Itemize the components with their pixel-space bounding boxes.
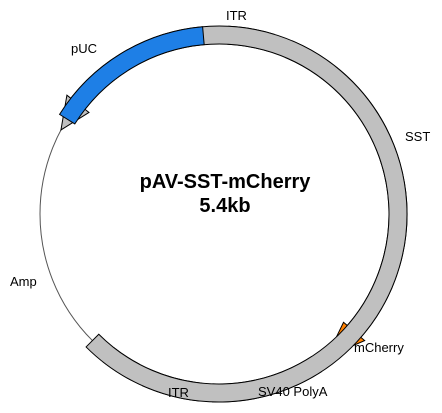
plasmid-size: 5.4kb	[199, 195, 250, 217]
amp-label: Amp	[10, 274, 37, 289]
itr-bottom-label: ITR	[168, 385, 189, 400]
puc-label: pUC	[71, 41, 97, 56]
sst-label: SST	[405, 129, 430, 144]
amp-arrow[interactable]	[60, 25, 408, 403]
puc-segment[interactable]	[58, 26, 205, 125]
mcherry-label: mCherry	[354, 340, 404, 355]
plasmid-name: pAV-SST-mCherry	[140, 171, 312, 193]
itr-top-label: ITR	[226, 8, 247, 23]
sv40-polya-label: SV40 PolyA	[258, 384, 328, 399]
